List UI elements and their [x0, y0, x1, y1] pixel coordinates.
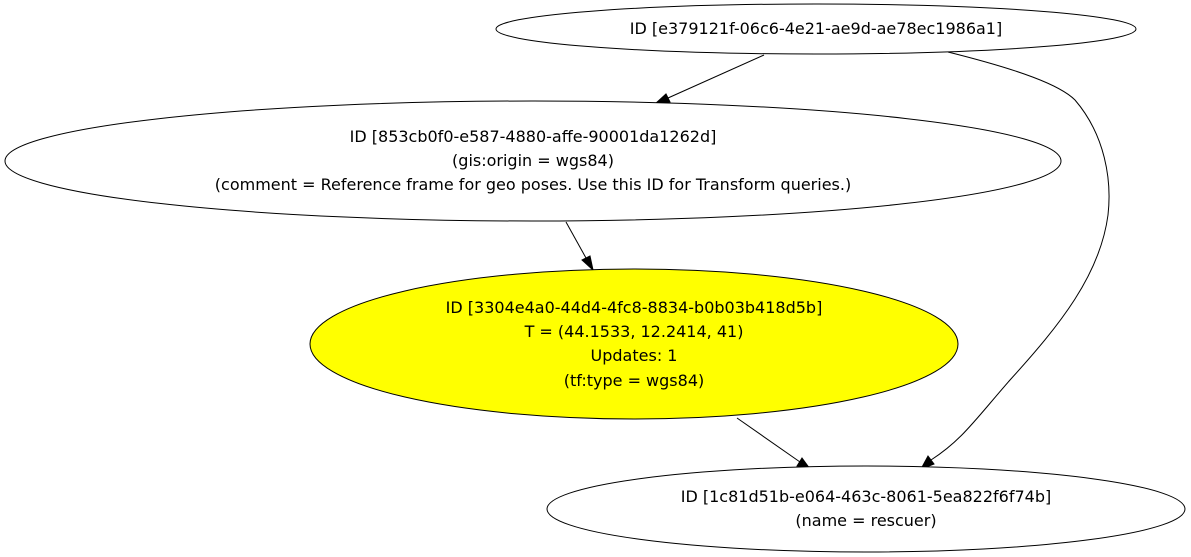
node-label: T = (44.1533, 12.2414, 41)	[524, 322, 744, 341]
edge-root-to-geo-frame	[653, 54, 765, 105]
node-label: (name = rescuer)	[795, 511, 936, 530]
edge-line	[930, 51, 1110, 461]
node-ellipse	[309, 268, 959, 420]
node-label: ID [853cb0f0-e587-4880-affe-90001da1262d…	[350, 127, 717, 146]
edge-line	[667, 54, 765, 99]
arrowhead-icon	[581, 255, 594, 272]
node-label: ID [1c81d51b-e064-463c-8061-5ea822f6f74b…	[681, 487, 1051, 506]
node-label: (tf:type = wgs84)	[564, 371, 704, 390]
node-label: Updates: 1	[591, 346, 678, 365]
node-label: ID [3304e4a0-44d4-4fc8-8834-b0b03b418d5b…	[446, 298, 823, 317]
node-ellipse	[546, 465, 1186, 553]
node-root: ID [e379121f-06c6-4e21-ae9d-ae78ec1986a1…	[495, 3, 1137, 55]
edge-line	[565, 221, 587, 259]
node-geo-frame: ID [853cb0f0-e587-4880-affe-90001da1262d…	[4, 100, 1062, 222]
node-label: ID [e379121f-06c6-4e21-ae9d-ae78ec1986a1…	[630, 19, 1002, 38]
node-label: (gis:origin = wgs84)	[452, 151, 614, 170]
node-label: (comment = Reference frame for geo poses…	[215, 175, 851, 194]
node-ellipse	[495, 3, 1137, 55]
node-ellipse	[4, 100, 1062, 222]
node-rescuer: ID [1c81d51b-e064-463c-8061-5ea822f6f74b…	[546, 465, 1186, 553]
edge-transform-to-rescuer	[736, 417, 812, 470]
edge-line	[736, 417, 801, 463]
edge-geo-frame-to-transform	[565, 221, 594, 272]
edge-root-to-rescuer	[919, 51, 1110, 470]
edges	[565, 51, 1110, 470]
node-transform: ID [3304e4a0-44d4-4fc8-8834-b0b03b418d5b…	[309, 268, 959, 420]
